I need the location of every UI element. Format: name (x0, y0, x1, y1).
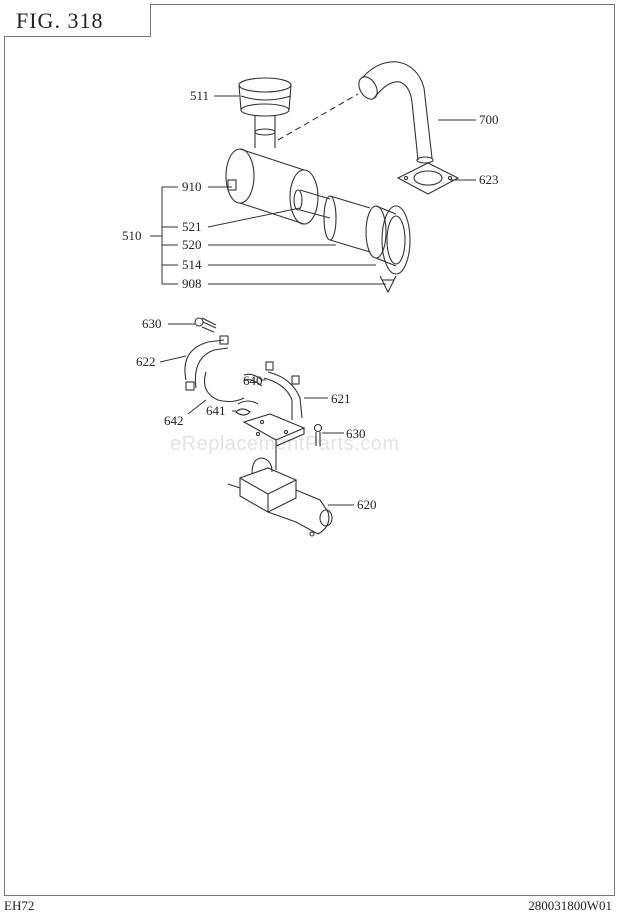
callout-641: 641 (206, 403, 226, 418)
callout-510: 510 (122, 228, 142, 243)
part-630-bolt-upper (194, 317, 217, 333)
figure-title: FIG. 318 (16, 8, 104, 33)
callout-514: 514 (182, 257, 202, 272)
callout-630-lower: 630 (346, 426, 366, 441)
part-700-pipe (358, 61, 434, 164)
callout-622: 622 (136, 354, 156, 369)
part-630-bolt-lower (313, 423, 323, 446)
part-620-bracket (227, 457, 333, 537)
part-621-band (263, 361, 303, 420)
callout-640: 640 (243, 373, 263, 388)
footer-code: 280031800W01 (528, 898, 612, 913)
callout-908: 908 (182, 276, 202, 291)
callout-910: 910 (182, 179, 202, 194)
callout-520: 520 (182, 237, 202, 252)
callout-623: 623 (479, 172, 499, 187)
part-623-gasket (396, 162, 460, 195)
dashed-link-700 (277, 93, 359, 141)
part-511-cap (238, 77, 292, 148)
part-642-strip (203, 371, 245, 403)
callout-630-upper: 630 (142, 316, 162, 331)
callout-521: 521 (182, 219, 202, 234)
leader-lines (150, 95, 476, 506)
part-622-band (184, 335, 229, 391)
part-510-air-cleaner (225, 148, 411, 294)
callout-621: 621 (331, 391, 351, 406)
callout-642: 642 (164, 413, 184, 428)
part-641-clip (235, 408, 251, 416)
diagram-frame (4, 4, 615, 896)
bracket-plate (242, 413, 306, 470)
part-640-pad (237, 373, 263, 405)
callout-700: 700 (479, 112, 499, 127)
figure-title-box: FIG. 318 (4, 4, 151, 37)
callout-511: 511 (190, 88, 209, 103)
watermark: eReplacementParts.com (170, 433, 400, 455)
callout-620: 620 (357, 497, 377, 512)
callout-labels: 511 700 623 910 510 521 520 514 908 630 … (122, 88, 499, 512)
footer-model: EH72 (4, 898, 35, 913)
